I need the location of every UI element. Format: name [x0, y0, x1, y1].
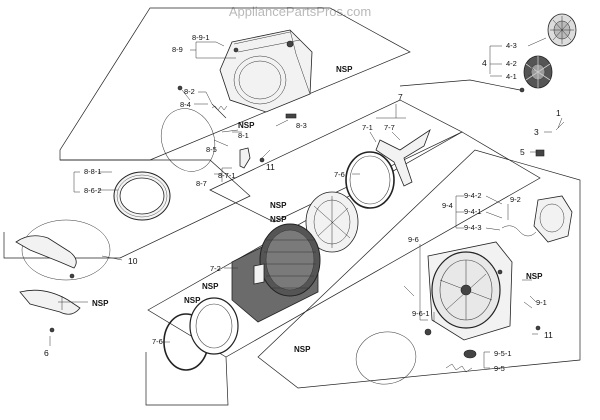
tub-front-part [219, 29, 313, 113]
label-6: 6 [44, 348, 49, 358]
label-nsp-top: NSP [336, 65, 353, 74]
rear-gasket-ring [355, 331, 417, 385]
label-nsp-right: NSP [526, 272, 543, 281]
label-9-5-1: 9-5-1 [494, 349, 512, 358]
label-nsp-drum1: NSP [270, 201, 287, 210]
door-handle-part [19, 289, 81, 315]
label-9-1: 9-1 [536, 298, 547, 307]
drum-flange-ring-top [345, 151, 395, 209]
label-1: 1 [556, 108, 561, 118]
label-7-2: 7-2 [210, 264, 221, 273]
bolt-9-6 [403, 285, 415, 297]
label-8-9: 8-9 [172, 45, 183, 54]
drum-flange-inner [349, 155, 391, 205]
label-nsp-drum4: NSP [184, 296, 201, 305]
label-9-6: 9-6 [408, 235, 419, 244]
label-nsp-bottom: NSP [294, 345, 311, 354]
bolt-1 [555, 121, 565, 131]
label-7: 7 [398, 92, 403, 102]
label-8-3: 8-3 [296, 121, 307, 130]
clip-5 [535, 149, 545, 157]
drive-pulley-part [547, 13, 577, 47]
label-7-7: 7-7 [384, 123, 395, 132]
label-3: 3 [534, 127, 539, 137]
label-8-4: 8-4 [180, 100, 191, 109]
top-divider [399, 79, 521, 91]
door-frame-part [113, 171, 171, 221]
screw-11 [535, 325, 541, 331]
watermark: AppliancePartsPros.com [229, 4, 371, 19]
drum-body-part [231, 223, 321, 323]
door-assembly-box [3, 159, 251, 259]
leader-lines [49, 37, 563, 369]
drum-spider-part [375, 128, 431, 187]
label-8-2: 8-2 [184, 87, 195, 96]
drum-front-box [145, 352, 229, 406]
label-9-4-2: 9-4-2 [464, 191, 482, 200]
label-9-4-3: 9-4-3 [464, 223, 482, 232]
label-11-bottom: 11 [544, 330, 553, 340]
label-8-7: 8-7 [196, 179, 207, 188]
washer-9-6-1 [424, 328, 432, 336]
door-glass-part [21, 219, 111, 281]
label-7-6-bottom: 7-6 [152, 337, 163, 346]
spring-part [445, 349, 477, 373]
label-8-9-1: 8-9-1 [192, 33, 210, 42]
label-4-2: 4-2 [506, 59, 517, 68]
label-9-6-1: 9-6-1 [412, 309, 430, 318]
label-4-3: 4-3 [506, 41, 517, 50]
label-9-4: 9-4 [442, 201, 453, 210]
door-hinge-part [15, 235, 77, 269]
rear-tub-assembly-box [257, 149, 581, 389]
label-11-top: 11 [266, 162, 275, 172]
label-nsp-mid: NSP [238, 121, 255, 130]
label-9-5: 9-5 [494, 364, 505, 373]
callout-labels: 8-9-1 8-9 NSP 8-2 8-4 NSP 8-1 8-3 8-5 11… [44, 33, 561, 373]
label-5: 5 [520, 147, 525, 157]
label-7-1: 7-1 [362, 123, 373, 132]
label-10: 10 [128, 256, 138, 266]
screw-6 [49, 327, 55, 333]
drum-front-cover [189, 297, 239, 355]
heater-bracket-part [501, 195, 573, 243]
motor-bolt [519, 87, 525, 93]
rear-tub-part [427, 241, 513, 341]
motor-rotor-part [523, 55, 553, 89]
bolt-9-1 [529, 295, 537, 303]
label-nsp-left: NSP [92, 299, 109, 308]
label-8-6-2: 8-6-2 [84, 186, 102, 195]
label-8-8-1: 8-8-1 [84, 167, 102, 176]
label-8-5: 8-5 [206, 145, 217, 154]
drum-back-part [305, 191, 359, 253]
label-8-1: 8-1 [238, 131, 249, 140]
label-7-6-top: 7-6 [334, 170, 345, 179]
label-9-4-1: 9-4-1 [464, 207, 482, 216]
label-8-7-1: 8-7-1 [218, 171, 236, 180]
label-nsp-drum3: NSP [202, 282, 219, 291]
tub-small-parts [177, 85, 297, 169]
label-4-1: 4-1 [506, 72, 517, 81]
label-9-2: 9-2 [510, 195, 521, 204]
label-nsp-drum2: NSP [270, 215, 287, 224]
door-screw [69, 273, 75, 279]
tub-gasket-ring [160, 108, 216, 172]
label-4: 4 [482, 58, 487, 68]
